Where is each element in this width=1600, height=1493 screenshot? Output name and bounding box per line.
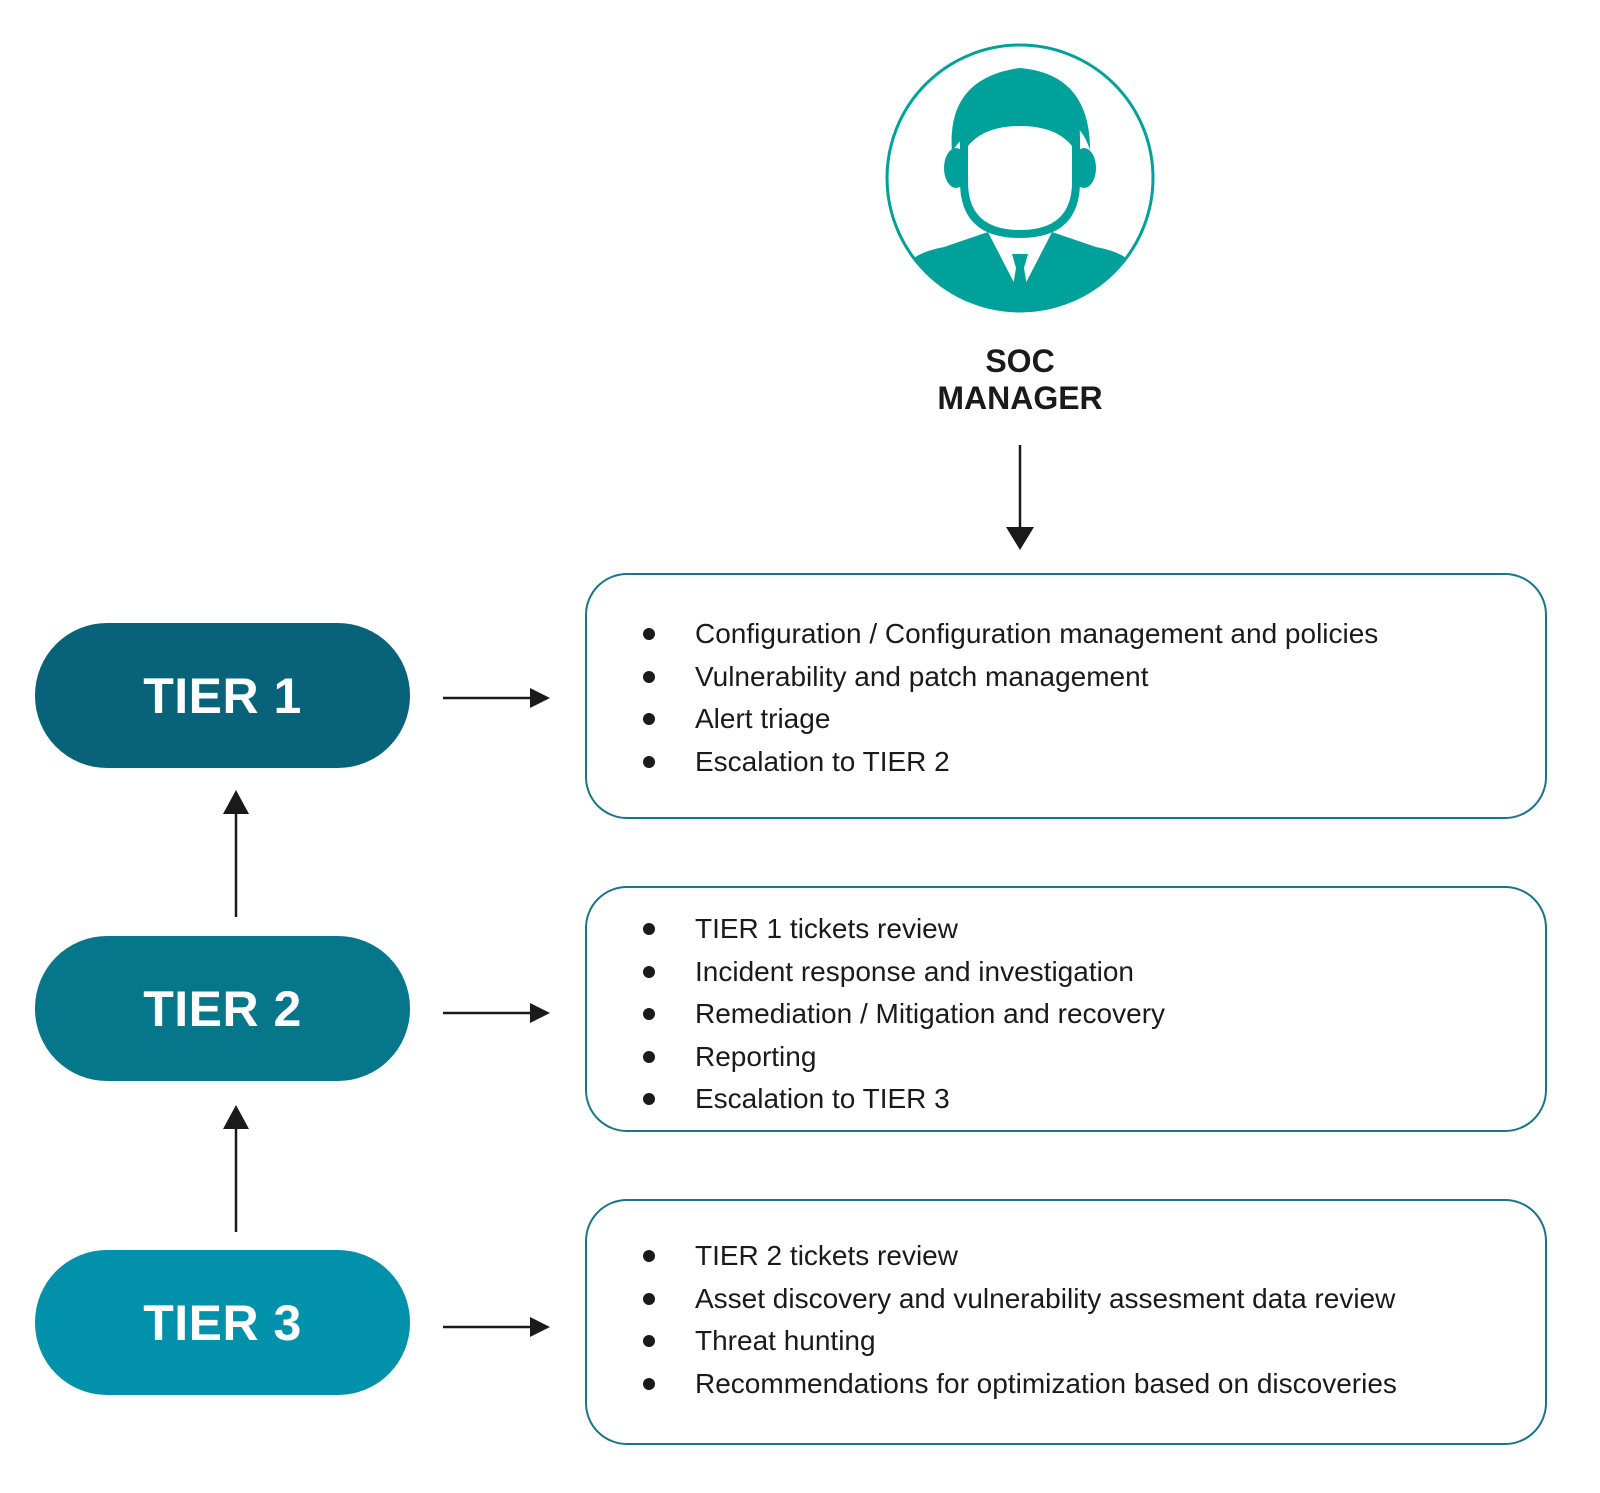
- tier-1-label: TIER 1: [143, 667, 302, 724]
- bullet-icon: [643, 1335, 655, 1347]
- bullet-icon: [643, 713, 655, 725]
- bullet-icon: [643, 923, 655, 935]
- tier-3-label: TIER 3: [143, 1294, 302, 1351]
- tier-1-pill: TIER 1: [35, 623, 410, 768]
- person-icon: [885, 43, 1155, 313]
- manager-label-line2: MANAGER: [937, 380, 1103, 416]
- task-text: Reporting: [695, 1040, 817, 1072]
- bullet-icon: [643, 1377, 655, 1390]
- manager-label-line1: SOC: [985, 343, 1055, 379]
- list-item: TIER 1 tickets review: [587, 908, 1545, 951]
- manager-down-arrow: [1006, 445, 1034, 550]
- bullet-icon: [643, 1250, 655, 1262]
- tier-1-task-list: Configuration / Configuration management…: [587, 613, 1545, 783]
- soc-manager-label: SOC MANAGER: [876, 343, 1164, 417]
- list-item: Reporting: [587, 1036, 1545, 1079]
- task-text: TIER 2 tickets review: [695, 1240, 958, 1271]
- list-item: Vulnerability and patch management: [587, 656, 1545, 699]
- list-item: Incident response and investigation: [587, 951, 1545, 994]
- tier3-to-tier2-up-arrow: [223, 1105, 249, 1232]
- bullet-icon: [643, 1093, 655, 1105]
- task-text: Incident response and investigation: [695, 955, 1134, 987]
- task-text: Escalation to TIER 3: [695, 1083, 950, 1114]
- tier-2-task-list: TIER 1 tickets review Incident response …: [587, 908, 1545, 1121]
- list-item: Escalation to TIER 3: [587, 1078, 1545, 1121]
- soc-manager-avatar: [884, 42, 1156, 314]
- task-text: Asset discovery and vulnerability assesm…: [695, 1282, 1396, 1314]
- tier-2-tasks-box: TIER 1 tickets review Incident response …: [585, 886, 1547, 1132]
- tier2-to-tier1-up-arrow: [223, 790, 249, 917]
- list-item: Alert triage: [587, 698, 1545, 741]
- list-item: Escalation to TIER 2: [587, 741, 1545, 784]
- list-item: Remediation / Mitigation and recovery: [587, 993, 1545, 1036]
- tier-3-pill: TIER 3: [35, 1250, 410, 1395]
- bullet-icon: [643, 1292, 655, 1305]
- task-text: Alert triage: [695, 703, 831, 734]
- bullet-icon: [643, 755, 655, 768]
- bullet-icon: [643, 965, 655, 978]
- tier-2-label: TIER 2: [143, 980, 302, 1037]
- tier-1-tasks-box: Configuration / Configuration management…: [585, 573, 1547, 819]
- task-text: TIER 1 tickets review: [695, 913, 958, 944]
- tier-3-tasks-box: TIER 2 tickets review Asset discovery an…: [585, 1199, 1547, 1445]
- task-text: Recommendations for optimization based o…: [695, 1367, 1397, 1399]
- bullet-icon: [643, 670, 655, 683]
- task-text: Configuration / Configuration management…: [695, 618, 1379, 649]
- task-text: Threat hunting: [695, 1325, 876, 1356]
- list-item: TIER 2 tickets review: [587, 1235, 1545, 1278]
- tier2-right-arrow: [443, 1003, 550, 1023]
- bullet-icon: [643, 1050, 655, 1063]
- tier1-right-arrow: [443, 688, 550, 708]
- list-item: Recommendations for optimization based o…: [587, 1363, 1545, 1406]
- task-text: Vulnerability and patch management: [695, 660, 1149, 692]
- list-item: Asset discovery and vulnerability assesm…: [587, 1278, 1545, 1321]
- bullet-icon: [643, 1008, 655, 1020]
- list-item: Threat hunting: [587, 1320, 1545, 1363]
- task-text: Escalation to TIER 2: [695, 745, 950, 777]
- task-text: Remediation / Mitigation and recovery: [695, 998, 1166, 1029]
- list-item: Configuration / Configuration management…: [587, 613, 1545, 656]
- tier3-right-arrow: [443, 1317, 550, 1337]
- tier-2-pill: TIER 2: [35, 936, 410, 1081]
- tier-3-task-list: TIER 2 tickets review Asset discovery an…: [587, 1235, 1545, 1405]
- bullet-icon: [643, 628, 655, 640]
